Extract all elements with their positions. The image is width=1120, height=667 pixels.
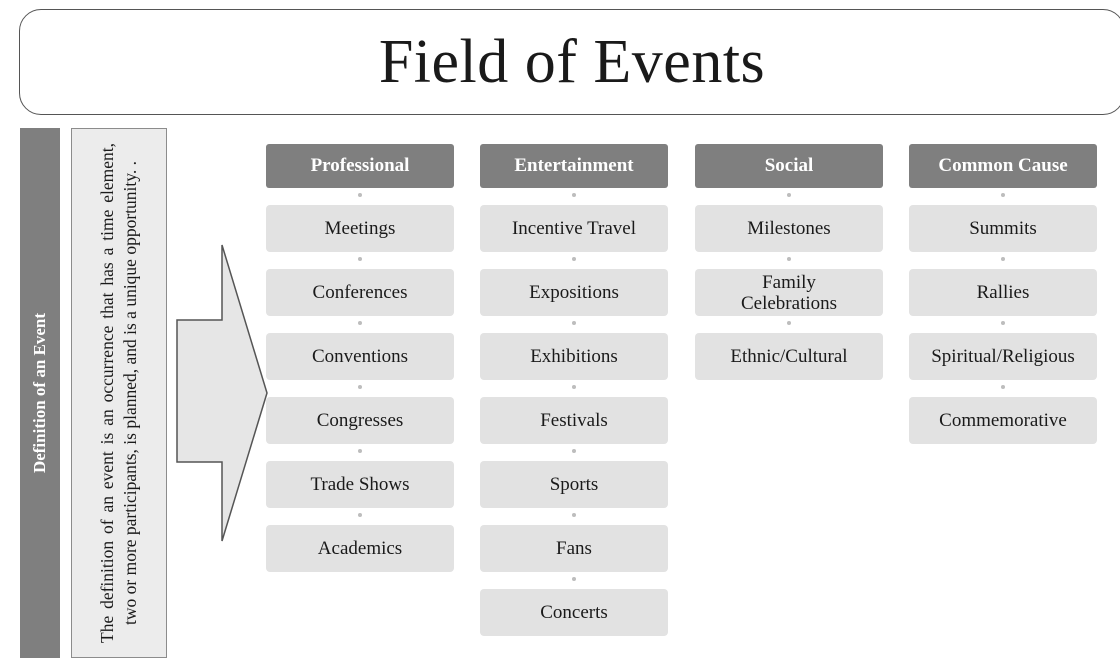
connector-dot xyxy=(572,193,576,197)
list-item: Ethnic/Cultural xyxy=(695,321,883,380)
list-item: Congresses xyxy=(266,385,454,444)
list-item: Summits xyxy=(909,193,1097,252)
list-item: Rallies xyxy=(909,257,1097,316)
list-item: Spiritual/Religious xyxy=(909,321,1097,380)
connector-dot xyxy=(787,193,791,197)
list-item: Conferences xyxy=(266,257,454,316)
connector-dot xyxy=(358,449,362,453)
list-item: Milestones xyxy=(695,193,883,252)
category-header: Common Cause xyxy=(909,144,1097,188)
connector-dot xyxy=(358,385,362,389)
category-professional: Professional Meetings Conferences Conven… xyxy=(266,144,454,572)
category-header: Professional xyxy=(266,144,454,188)
connector-dot xyxy=(572,321,576,325)
connector-dot xyxy=(572,257,576,261)
list-item: Academics xyxy=(266,513,454,572)
connector-dot xyxy=(1001,193,1005,197)
connector-dot xyxy=(358,257,362,261)
connector-dot xyxy=(358,321,362,325)
connector-dot xyxy=(572,449,576,453)
list-item: Family Celebrations xyxy=(695,257,883,316)
list-item: Commemorative xyxy=(909,385,1097,444)
connector-dot xyxy=(1001,257,1005,261)
list-item: Fans xyxy=(480,513,668,572)
list-item: Exhibitions xyxy=(480,321,668,380)
connector-dot xyxy=(787,257,791,261)
definition-box: The definition of an event is an occurre… xyxy=(71,128,167,658)
category-header: Social xyxy=(695,144,883,188)
list-item: Trade Shows xyxy=(266,449,454,508)
connector-dot xyxy=(358,513,362,517)
category-social: Social Milestones Family Celebrations Et… xyxy=(695,144,883,380)
connector-dot xyxy=(1001,385,1005,389)
list-item: Expositions xyxy=(480,257,668,316)
connector-dot xyxy=(572,577,576,581)
connector-dot xyxy=(358,193,362,197)
page-title: Field of Events xyxy=(19,9,1120,115)
connector-dot xyxy=(572,385,576,389)
connector-dot xyxy=(787,321,791,325)
list-item: Concerts xyxy=(480,577,668,636)
list-item: Sports xyxy=(480,449,668,508)
list-item: Conventions xyxy=(266,321,454,380)
list-item: Meetings xyxy=(266,193,454,252)
connector-dot xyxy=(1001,321,1005,325)
list-item: Incentive Travel xyxy=(480,193,668,252)
category-entertainment: Entertainment Incentive Travel Expositio… xyxy=(480,144,668,636)
list-item: Festivals xyxy=(480,385,668,444)
connector-dot xyxy=(572,513,576,517)
category-common-cause: Common Cause Summits Rallies Spiritual/R… xyxy=(909,144,1097,444)
definition-label-bar: Definition of an Event xyxy=(20,128,60,658)
category-header: Entertainment xyxy=(480,144,668,188)
